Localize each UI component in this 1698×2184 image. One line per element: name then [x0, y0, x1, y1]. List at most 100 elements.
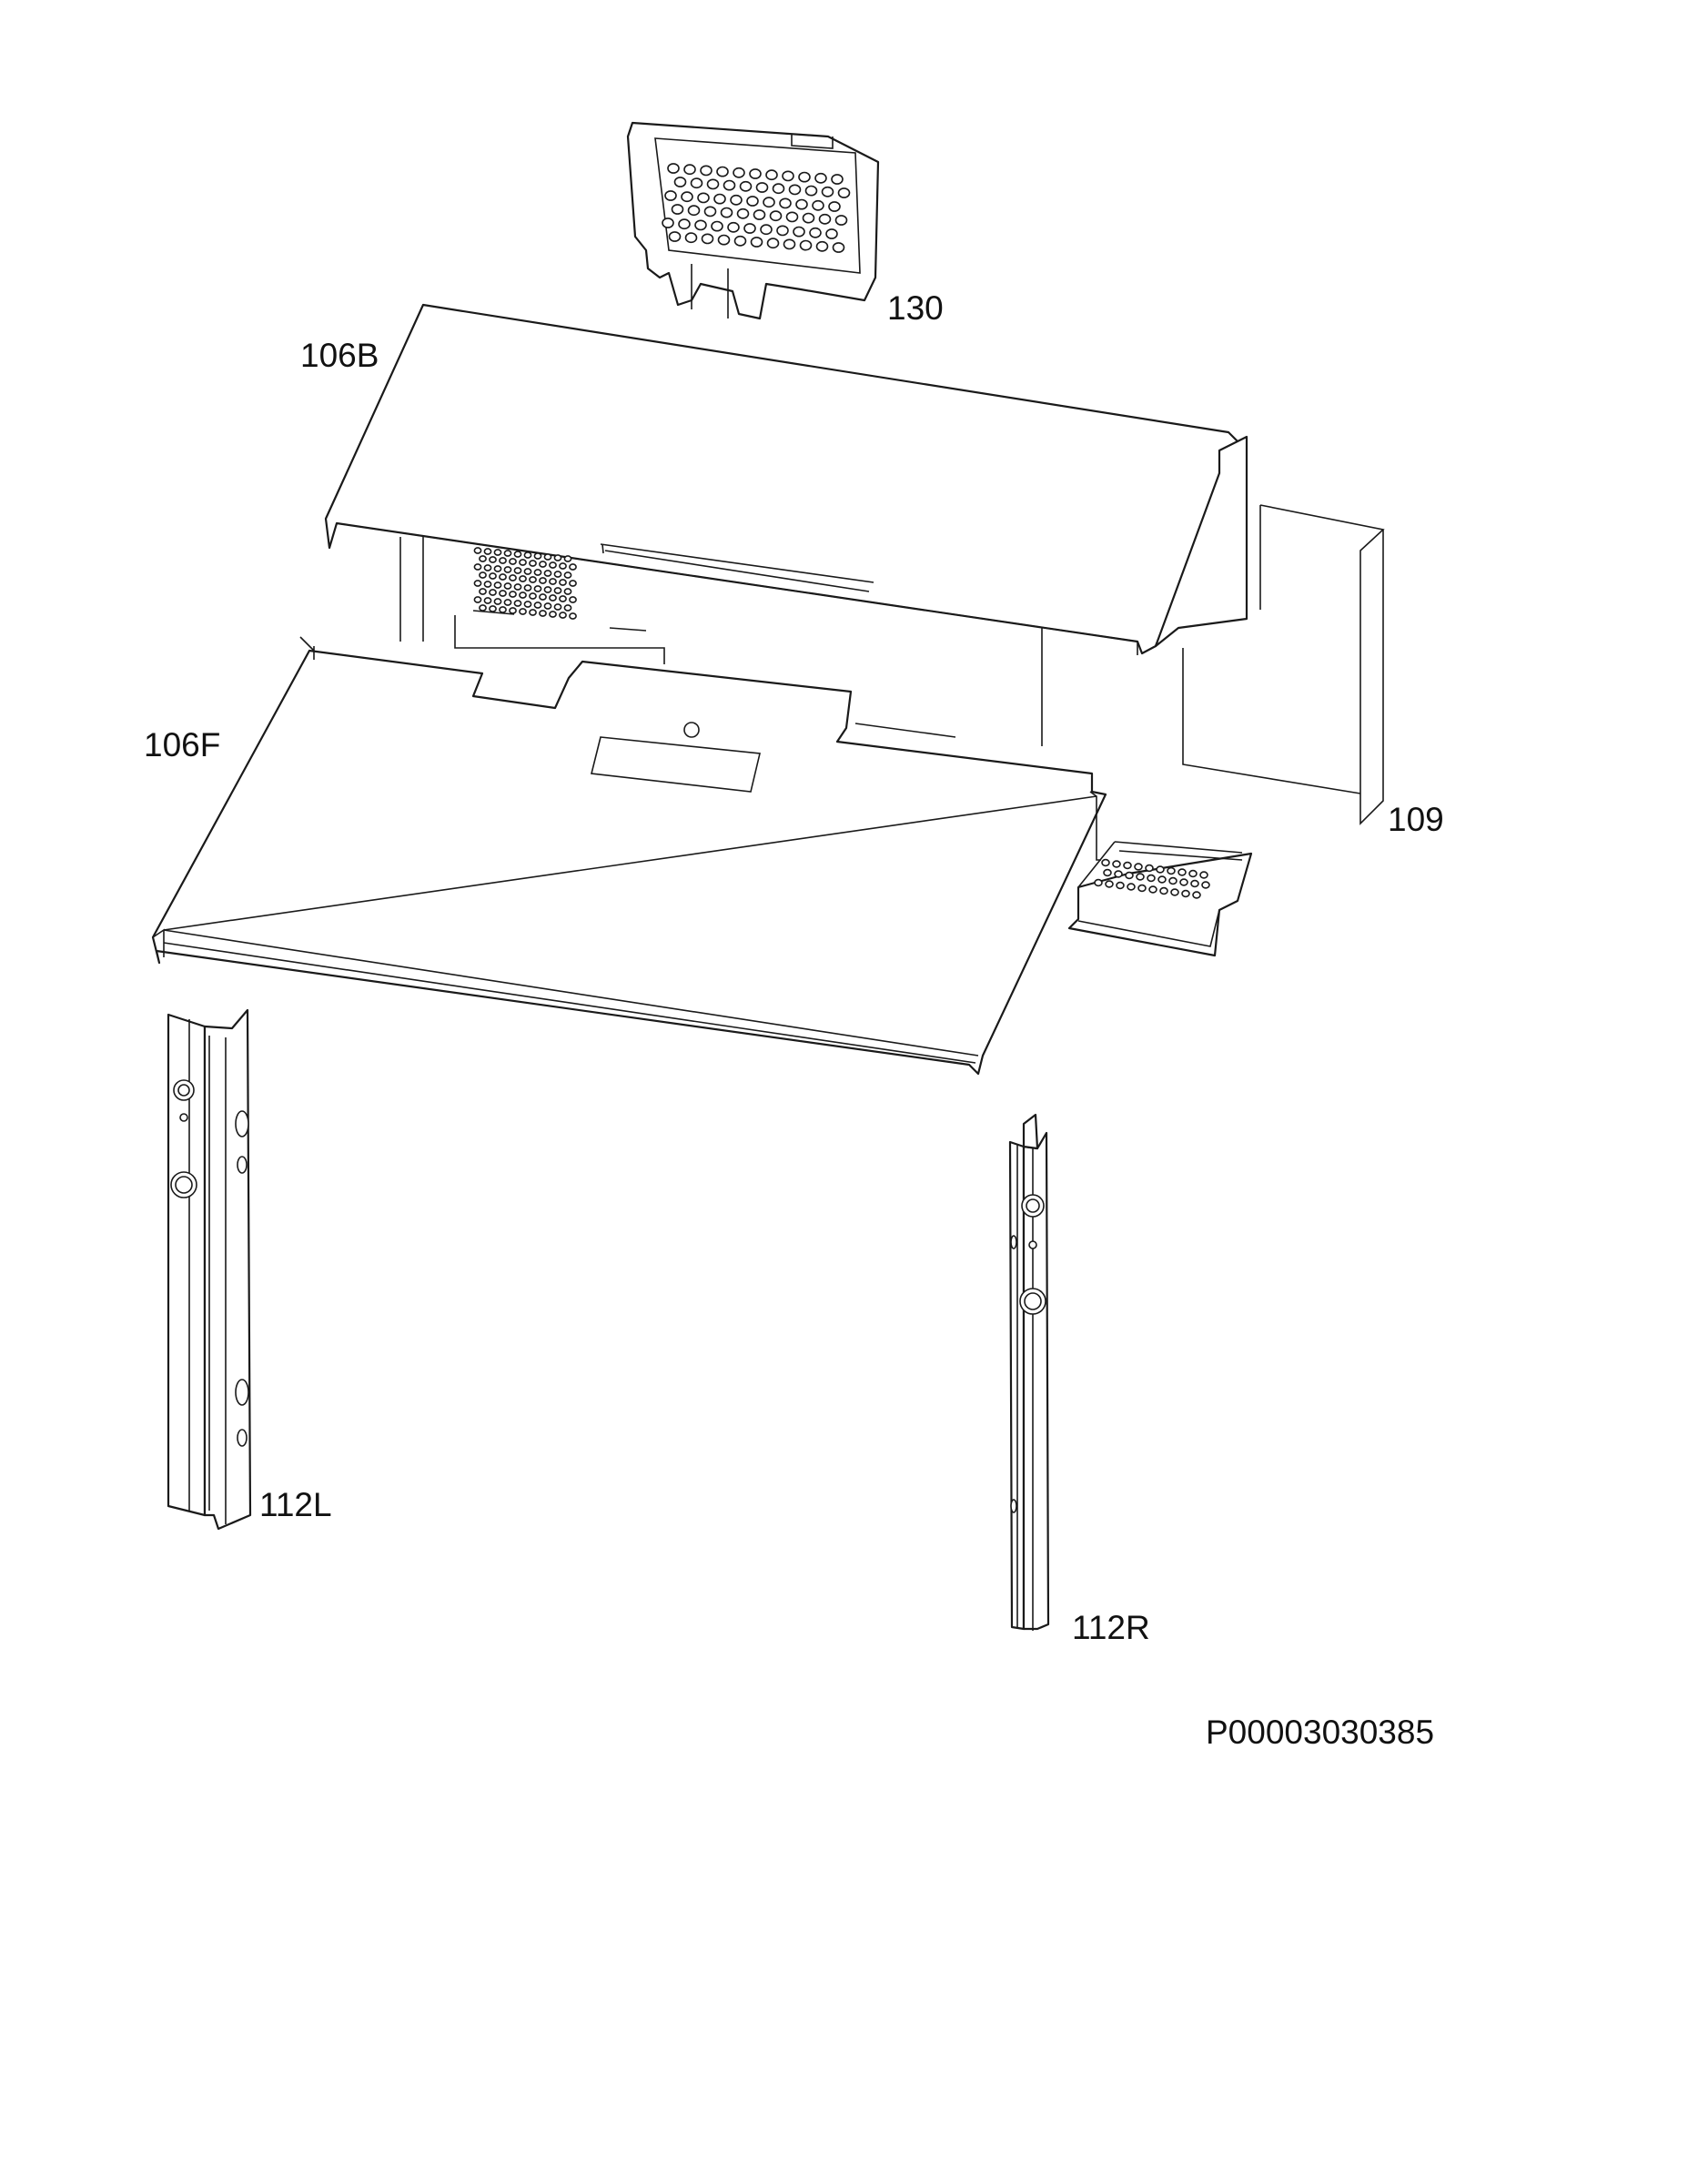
vent-hole: [1147, 874, 1156, 883]
vent-hole: [733, 235, 747, 247]
vent-hole: [673, 177, 687, 187]
vent-hole: [1167, 866, 1176, 875]
vent-hole: [684, 232, 698, 244]
vent-hole: [523, 551, 532, 559]
vent-hole: [1192, 891, 1201, 899]
vent-hole: [733, 167, 745, 178]
vent-hole: [529, 609, 537, 616]
front-panel-part: [151, 636, 1107, 1076]
vent-hole: [519, 592, 527, 599]
vent-hole: [788, 184, 802, 196]
vent-hole: [1101, 858, 1110, 867]
vent-hole: [668, 231, 682, 242]
vent-hole: [523, 584, 532, 592]
vent-hole: [793, 226, 805, 238]
vent-hole: [513, 583, 522, 591]
vent-hole: [1188, 869, 1198, 878]
vent-hole: [825, 228, 838, 239]
label-109: 109: [1388, 801, 1444, 838]
vent-hole: [479, 555, 487, 562]
vent-hole: [667, 163, 680, 174]
vent-hole: [1199, 871, 1208, 879]
vent-hole: [697, 192, 710, 204]
vent-hole: [1123, 861, 1132, 870]
vent-hole: [519, 575, 527, 582]
vent-hole: [753, 209, 766, 220]
vent-hole: [509, 591, 517, 598]
vent-hole: [1157, 875, 1167, 884]
vent-hole: [1179, 878, 1188, 886]
vent-hole: [489, 605, 497, 612]
vent-hole: [483, 597, 492, 604]
vent-hole: [687, 205, 701, 217]
vent-hole: [743, 223, 756, 234]
vent-hole: [1112, 860, 1121, 868]
vent-hole: [543, 602, 552, 610]
vent-hole: [713, 193, 726, 205]
vent-hole: [1127, 883, 1136, 891]
vent-hole: [765, 169, 778, 181]
vent-hole: [1137, 884, 1147, 893]
vent-hole: [772, 183, 785, 195]
vent-hole: [750, 237, 763, 248]
vent-hole: [543, 570, 552, 577]
vent-hole: [563, 555, 572, 562]
vent-hole: [832, 242, 845, 253]
vent-hole: [489, 572, 497, 580]
vent-hole: [1177, 868, 1187, 876]
vent-hole: [529, 576, 537, 583]
vent-hole: [569, 596, 577, 603]
vent-hole: [503, 599, 512, 606]
vent-hole: [559, 562, 567, 570]
left-rail-part: [167, 1008, 252, 1531]
vent-hole: [563, 571, 572, 579]
vent-hole: [717, 234, 731, 246]
vent-hole: [549, 611, 557, 618]
vent-hole: [549, 578, 557, 585]
vent-hole: [755, 182, 769, 193]
document-code: P00003030385: [1206, 1714, 1435, 1751]
vent-hole: [779, 197, 792, 209]
vent-hole: [473, 563, 482, 571]
vent-hole: [523, 601, 532, 608]
vent-hole: [802, 212, 815, 224]
label-106b: 106B: [300, 337, 379, 374]
vent-hole: [837, 187, 851, 198]
vent-hole: [479, 588, 487, 595]
label-112l: 112L: [259, 1486, 332, 1523]
vent-hole: [543, 553, 552, 561]
vent-hole: [509, 574, 517, 581]
vent-hole: [798, 171, 811, 183]
vent-hole: [727, 221, 740, 233]
vent-hole: [1136, 873, 1145, 881]
vent-hole: [533, 552, 542, 560]
vent-hole: [503, 550, 512, 557]
vent-hole: [549, 561, 557, 569]
vent-hole: [503, 582, 512, 590]
right-rail-part: [1008, 1113, 1050, 1631]
vent-hole: [795, 198, 808, 210]
vent-hole: [769, 210, 783, 222]
vent-hole: [1145, 864, 1154, 873]
vent-hole: [785, 211, 799, 223]
vent-hole: [553, 587, 562, 594]
vent-hole: [782, 170, 794, 182]
vent-hole: [539, 577, 547, 584]
vent-hole: [662, 217, 674, 228]
vent-hole: [483, 564, 492, 571]
vent-hole: [703, 206, 717, 217]
vent-hole: [529, 592, 537, 600]
vent-hole: [559, 612, 567, 619]
vent-hole: [513, 567, 522, 574]
vent-hole: [1148, 885, 1157, 894]
vent-hole: [701, 233, 714, 245]
vent-hole: [706, 178, 720, 190]
vent-hole: [812, 199, 824, 211]
vent-hole: [763, 197, 775, 208]
vent-hole: [523, 568, 532, 575]
vent-hole: [746, 196, 759, 207]
vent-hole: [809, 227, 822, 238]
vent-hole: [499, 590, 507, 597]
vent-hole: [1114, 870, 1123, 878]
vent-hole: [664, 190, 677, 201]
